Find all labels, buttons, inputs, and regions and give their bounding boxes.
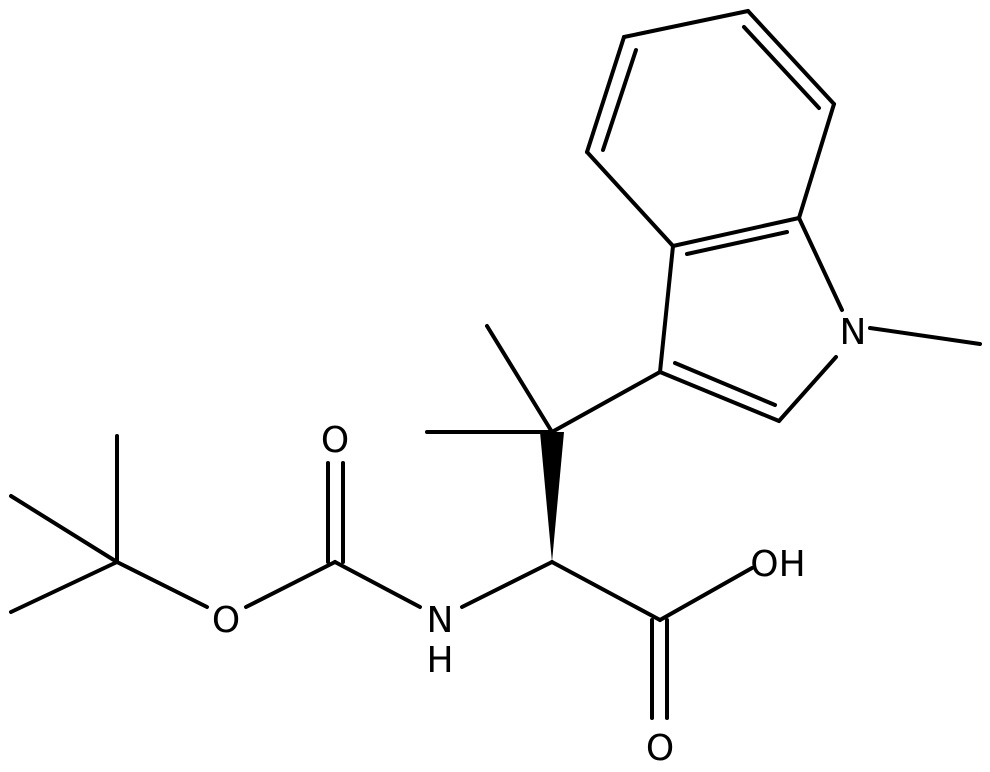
c5-c6-bond (622, 9, 750, 39)
n-methyl-bond (868, 326, 982, 346)
c7a-c3a-double-bond-inner (685, 230, 789, 256)
c4-c5-double-bond-inner (601, 48, 638, 152)
methyl-up-bond (485, 324, 554, 434)
c3-c2-double-bond-outer (658, 370, 781, 423)
alpha-carbon-to-carboxyl-bond (550, 560, 662, 622)
carbamate-carbonyl-oxygen-label: O (321, 420, 349, 461)
amide-hydrogen-label: H (426, 640, 453, 681)
c7a-c3a-double-bond-outer (671, 216, 801, 248)
c3a-c4-bond (585, 150, 675, 248)
indole-ring (585, 9, 982, 423)
c7-c7a-bond (797, 102, 836, 220)
c2-n1-bond (777, 355, 838, 423)
atom-labels: O O N H OH O N (212, 312, 867, 769)
carbamate-ester-oxygen-label: O (212, 600, 240, 641)
carboxyl-oxygen-label: O (646, 728, 674, 769)
tbu-methyl-left-lower-bond (9, 560, 119, 614)
stereo-wedge-bond (540, 432, 564, 562)
gem-dimethyl-carbon (425, 324, 662, 434)
tert-butyl-group (9, 434, 209, 614)
tbu-methyl-left-upper-bond (9, 494, 119, 564)
quaternary-to-indole-bond (550, 370, 662, 434)
c4-c5-double-bond-outer (585, 35, 626, 154)
hydroxyl-label: OH (750, 544, 805, 585)
c3-c3a-bond (658, 244, 675, 374)
amino-acid-backbone (460, 432, 754, 720)
n1-c7a-bond (797, 216, 844, 312)
carbamate-group (244, 461, 422, 609)
c6-c7-double-bond-outer (746, 9, 836, 106)
nitrogen-to-alpha-carbon-bond (460, 560, 554, 609)
tbu-to-ester-oxygen-bond (115, 560, 209, 609)
ester-oxygen-to-carbonyl-bond (244, 560, 337, 609)
carboxyl-to-hydroxyl-bond (658, 566, 754, 622)
c6-c7-double-bond-inner (742, 25, 821, 110)
amide-nitrogen-label: N (427, 600, 454, 641)
indole-nitrogen-label: N (840, 312, 867, 353)
carbamate-carbonyl-to-nitrogen-bond (333, 560, 422, 609)
c3-c2-double-bond-inner (673, 361, 777, 407)
